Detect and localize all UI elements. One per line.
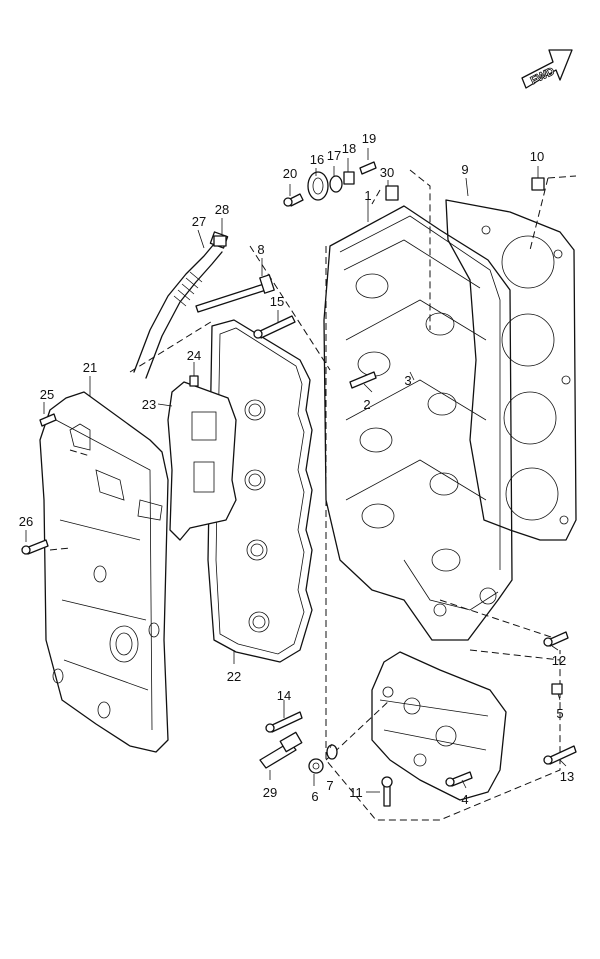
bolt-part-15[interactable] bbox=[253, 315, 296, 339]
callout-14: 14 bbox=[277, 688, 291, 703]
collar-part-18[interactable] bbox=[343, 171, 355, 185]
callout-16: 16 bbox=[310, 152, 324, 167]
callout-7: 7 bbox=[326, 778, 333, 793]
callout-3: 3 bbox=[404, 373, 411, 388]
callout-17: 17 bbox=[327, 148, 341, 163]
clip-part-28[interactable] bbox=[213, 235, 227, 247]
bolt-part-14[interactable] bbox=[265, 711, 303, 733]
head-gasket-part-9[interactable] bbox=[445, 199, 577, 541]
callout-22: 22 bbox=[227, 669, 241, 684]
bolt-part-11[interactable] bbox=[381, 776, 393, 807]
callout-5: 5 bbox=[556, 706, 563, 721]
bolt-part-12[interactable] bbox=[543, 631, 569, 647]
spark-plug-seal-ring-icon bbox=[244, 399, 270, 633]
plate-part-23[interactable] bbox=[167, 381, 237, 541]
bolt-part-13[interactable] bbox=[543, 745, 577, 765]
o-ring-part-7[interactable] bbox=[326, 744, 338, 760]
camshaft-housing-lower[interactable] bbox=[371, 651, 507, 801]
spark-plug-part-29[interactable] bbox=[259, 731, 303, 769]
bolt-part-24[interactable] bbox=[189, 375, 199, 387]
callout-28: 28 bbox=[215, 202, 229, 217]
callout-21: 21 bbox=[83, 360, 97, 375]
fwd-label: FWD bbox=[529, 65, 557, 87]
callout-23: 23 bbox=[142, 397, 156, 412]
callout-18: 18 bbox=[342, 141, 356, 156]
bolt-part-19[interactable] bbox=[359, 161, 377, 175]
callout-30: 30 bbox=[380, 165, 394, 180]
dowel-part-5[interactable] bbox=[551, 683, 563, 695]
callout-12: 12 bbox=[552, 653, 566, 668]
callout-13: 13 bbox=[560, 769, 574, 784]
callout-15: 15 bbox=[270, 294, 284, 309]
leader-lines bbox=[25, 148, 567, 793]
callout-4: 4 bbox=[461, 792, 468, 807]
callout-6: 6 bbox=[311, 789, 318, 804]
callout-2: 2 bbox=[363, 397, 370, 412]
o-ring-part-17[interactable] bbox=[329, 175, 343, 193]
callout-8: 8 bbox=[257, 242, 264, 257]
washer-part-6[interactable] bbox=[308, 758, 324, 774]
callout-26: 26 bbox=[19, 514, 33, 529]
dowel-pin-part-30[interactable] bbox=[385, 185, 399, 201]
head-cover-part-21[interactable] bbox=[39, 391, 169, 753]
callout-10: 10 bbox=[530, 149, 544, 164]
callout-20: 20 bbox=[283, 166, 297, 181]
callout-25: 25 bbox=[40, 387, 54, 402]
forward-arrow-icon: FWD bbox=[521, 49, 573, 89]
dowel-pin-part-10[interactable] bbox=[531, 177, 545, 191]
bolt-part-8[interactable] bbox=[195, 274, 275, 313]
callout-24: 24 bbox=[187, 348, 201, 363]
clamp-part-16[interactable] bbox=[307, 171, 329, 201]
cover-gasket-part-22[interactable] bbox=[207, 319, 313, 663]
callout-19: 19 bbox=[362, 131, 376, 146]
bolt-part-4[interactable] bbox=[445, 771, 473, 787]
bolt-part-20[interactable] bbox=[283, 193, 304, 207]
bolt-part-2[interactable] bbox=[349, 371, 377, 389]
bolt-part-26[interactable] bbox=[21, 539, 49, 555]
callout-1: 1 bbox=[364, 188, 371, 203]
bolt-part-25[interactable] bbox=[39, 413, 57, 427]
callout-9: 9 bbox=[461, 162, 468, 177]
cylinder-head-part-1[interactable] bbox=[323, 205, 513, 641]
callout-labels: 1 2 3 4 5 6 7 8 9 10 11 12 13 14 15 16 1… bbox=[19, 131, 574, 807]
callout-11: 11 bbox=[349, 785, 363, 800]
callout-27: 27 bbox=[192, 214, 206, 229]
callout-29: 29 bbox=[263, 785, 277, 800]
